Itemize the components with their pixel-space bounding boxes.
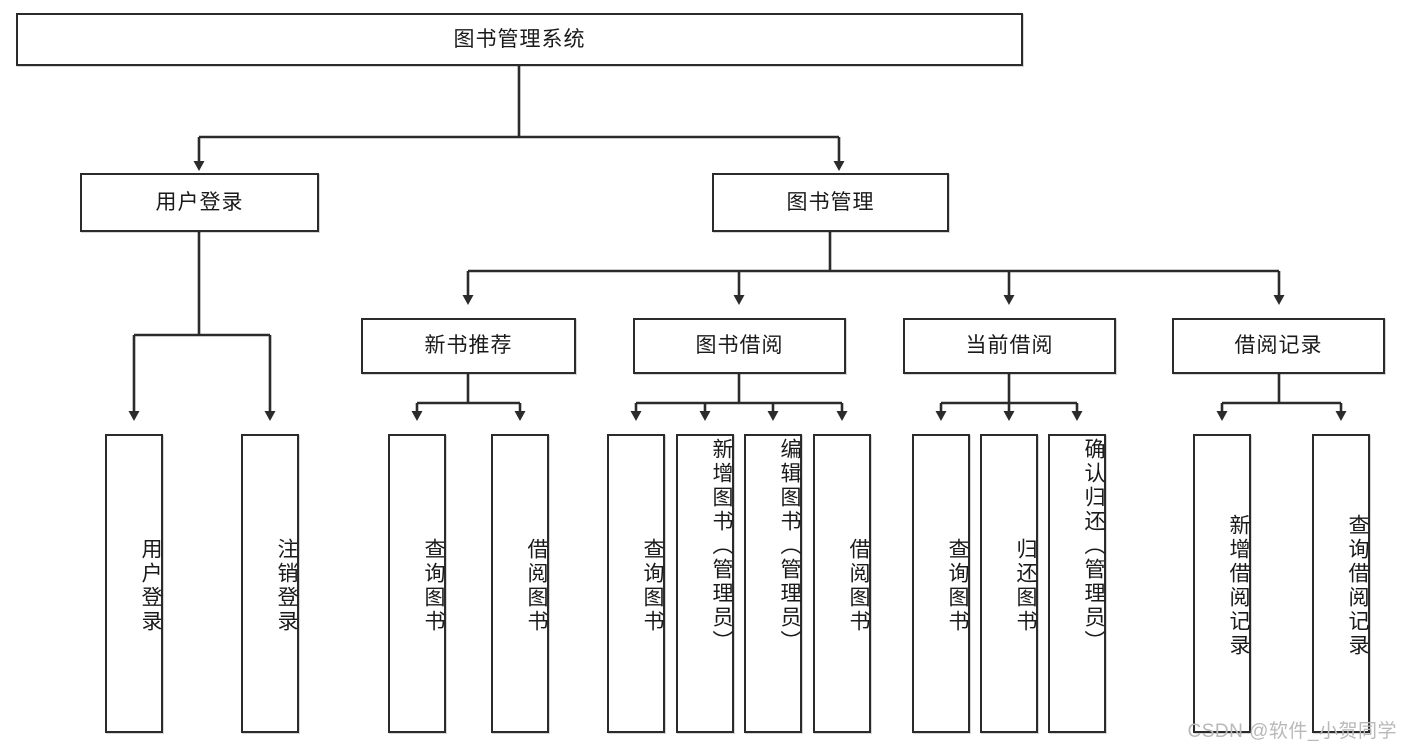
leaf-current-confirm-return-admin[interactable]: 确认归还（管理员）	[1048, 434, 1106, 733]
node-root[interactable]: 图书管理系统	[16, 13, 1023, 66]
node-user-login[interactable]: 用户登录	[80, 173, 319, 232]
leaf-borrow-add-book-admin[interactable]: 新增图书（管理员）	[676, 434, 734, 733]
leaf-current-return-book-label: 归还图书	[1014, 537, 1037, 634]
node-user-login-label: 用户登录	[155, 190, 244, 214]
node-book-management[interactable]: 图书管理	[712, 173, 949, 232]
node-book-borrow[interactable]: 图书借阅	[633, 318, 846, 374]
leaf-current-confirm-return-admin-label: 确认归还（管理员）	[1082, 438, 1105, 654]
leaf-logout-label: 注销登录	[275, 537, 298, 634]
leaf-current-query-book-label: 查询图书	[946, 537, 969, 634]
node-book-borrow-label: 图书借阅	[695, 334, 784, 358]
node-book-management-label: 图书管理	[786, 190, 875, 214]
leaf-borrow-query-book[interactable]: 查询图书	[607, 434, 665, 733]
leaf-recommend-query-book[interactable]: 查询图书	[388, 434, 446, 733]
leaf-recommend-query-book-label: 查询图书	[422, 537, 445, 634]
leaf-record-query-borrow-record[interactable]: 查询借阅记录	[1312, 434, 1370, 733]
leaf-user-login[interactable]: 用户登录	[105, 434, 163, 733]
leaf-borrow-query-book-label: 查询图书	[641, 537, 664, 634]
leaf-borrow-edit-book-admin[interactable]: 编辑图书（管理员）	[744, 434, 802, 733]
leaf-user-login-label: 用户登录	[139, 537, 162, 634]
watermark: CSDN @软件_小贺同学	[1187, 721, 1397, 742]
node-new-book-recommend[interactable]: 新书推荐	[361, 318, 576, 374]
node-borrow-record[interactable]: 借阅记录	[1172, 318, 1385, 374]
leaf-current-query-book[interactable]: 查询图书	[912, 434, 970, 733]
leaf-record-add-borrow-record[interactable]: 新增借阅记录	[1193, 434, 1251, 733]
leaf-record-query-borrow-record-label: 查询借阅记录	[1346, 513, 1369, 658]
leaf-recommend-borrow-book-label: 借阅图书	[525, 537, 548, 634]
leaf-borrow-edit-book-admin-label: 编辑图书（管理员）	[778, 438, 801, 654]
node-current-borrow[interactable]: 当前借阅	[903, 318, 1116, 374]
leaf-current-return-book[interactable]: 归还图书	[980, 434, 1038, 733]
leaf-recommend-borrow-book[interactable]: 借阅图书	[491, 434, 549, 733]
node-new-book-recommend-label: 新书推荐	[424, 334, 513, 358]
node-root-label: 图书管理系统	[453, 27, 586, 51]
leaf-logout[interactable]: 注销登录	[241, 434, 299, 733]
node-borrow-record-label: 借阅记录	[1234, 334, 1323, 358]
leaf-record-add-borrow-record-label: 新增借阅记录	[1227, 513, 1250, 658]
node-current-borrow-label: 当前借阅	[965, 334, 1054, 358]
leaf-borrow-add-book-admin-label: 新增图书（管理员）	[710, 438, 733, 654]
leaf-borrow-borrow-book[interactable]: 借阅图书	[813, 434, 871, 733]
leaf-borrow-borrow-book-label: 借阅图书	[847, 537, 870, 634]
